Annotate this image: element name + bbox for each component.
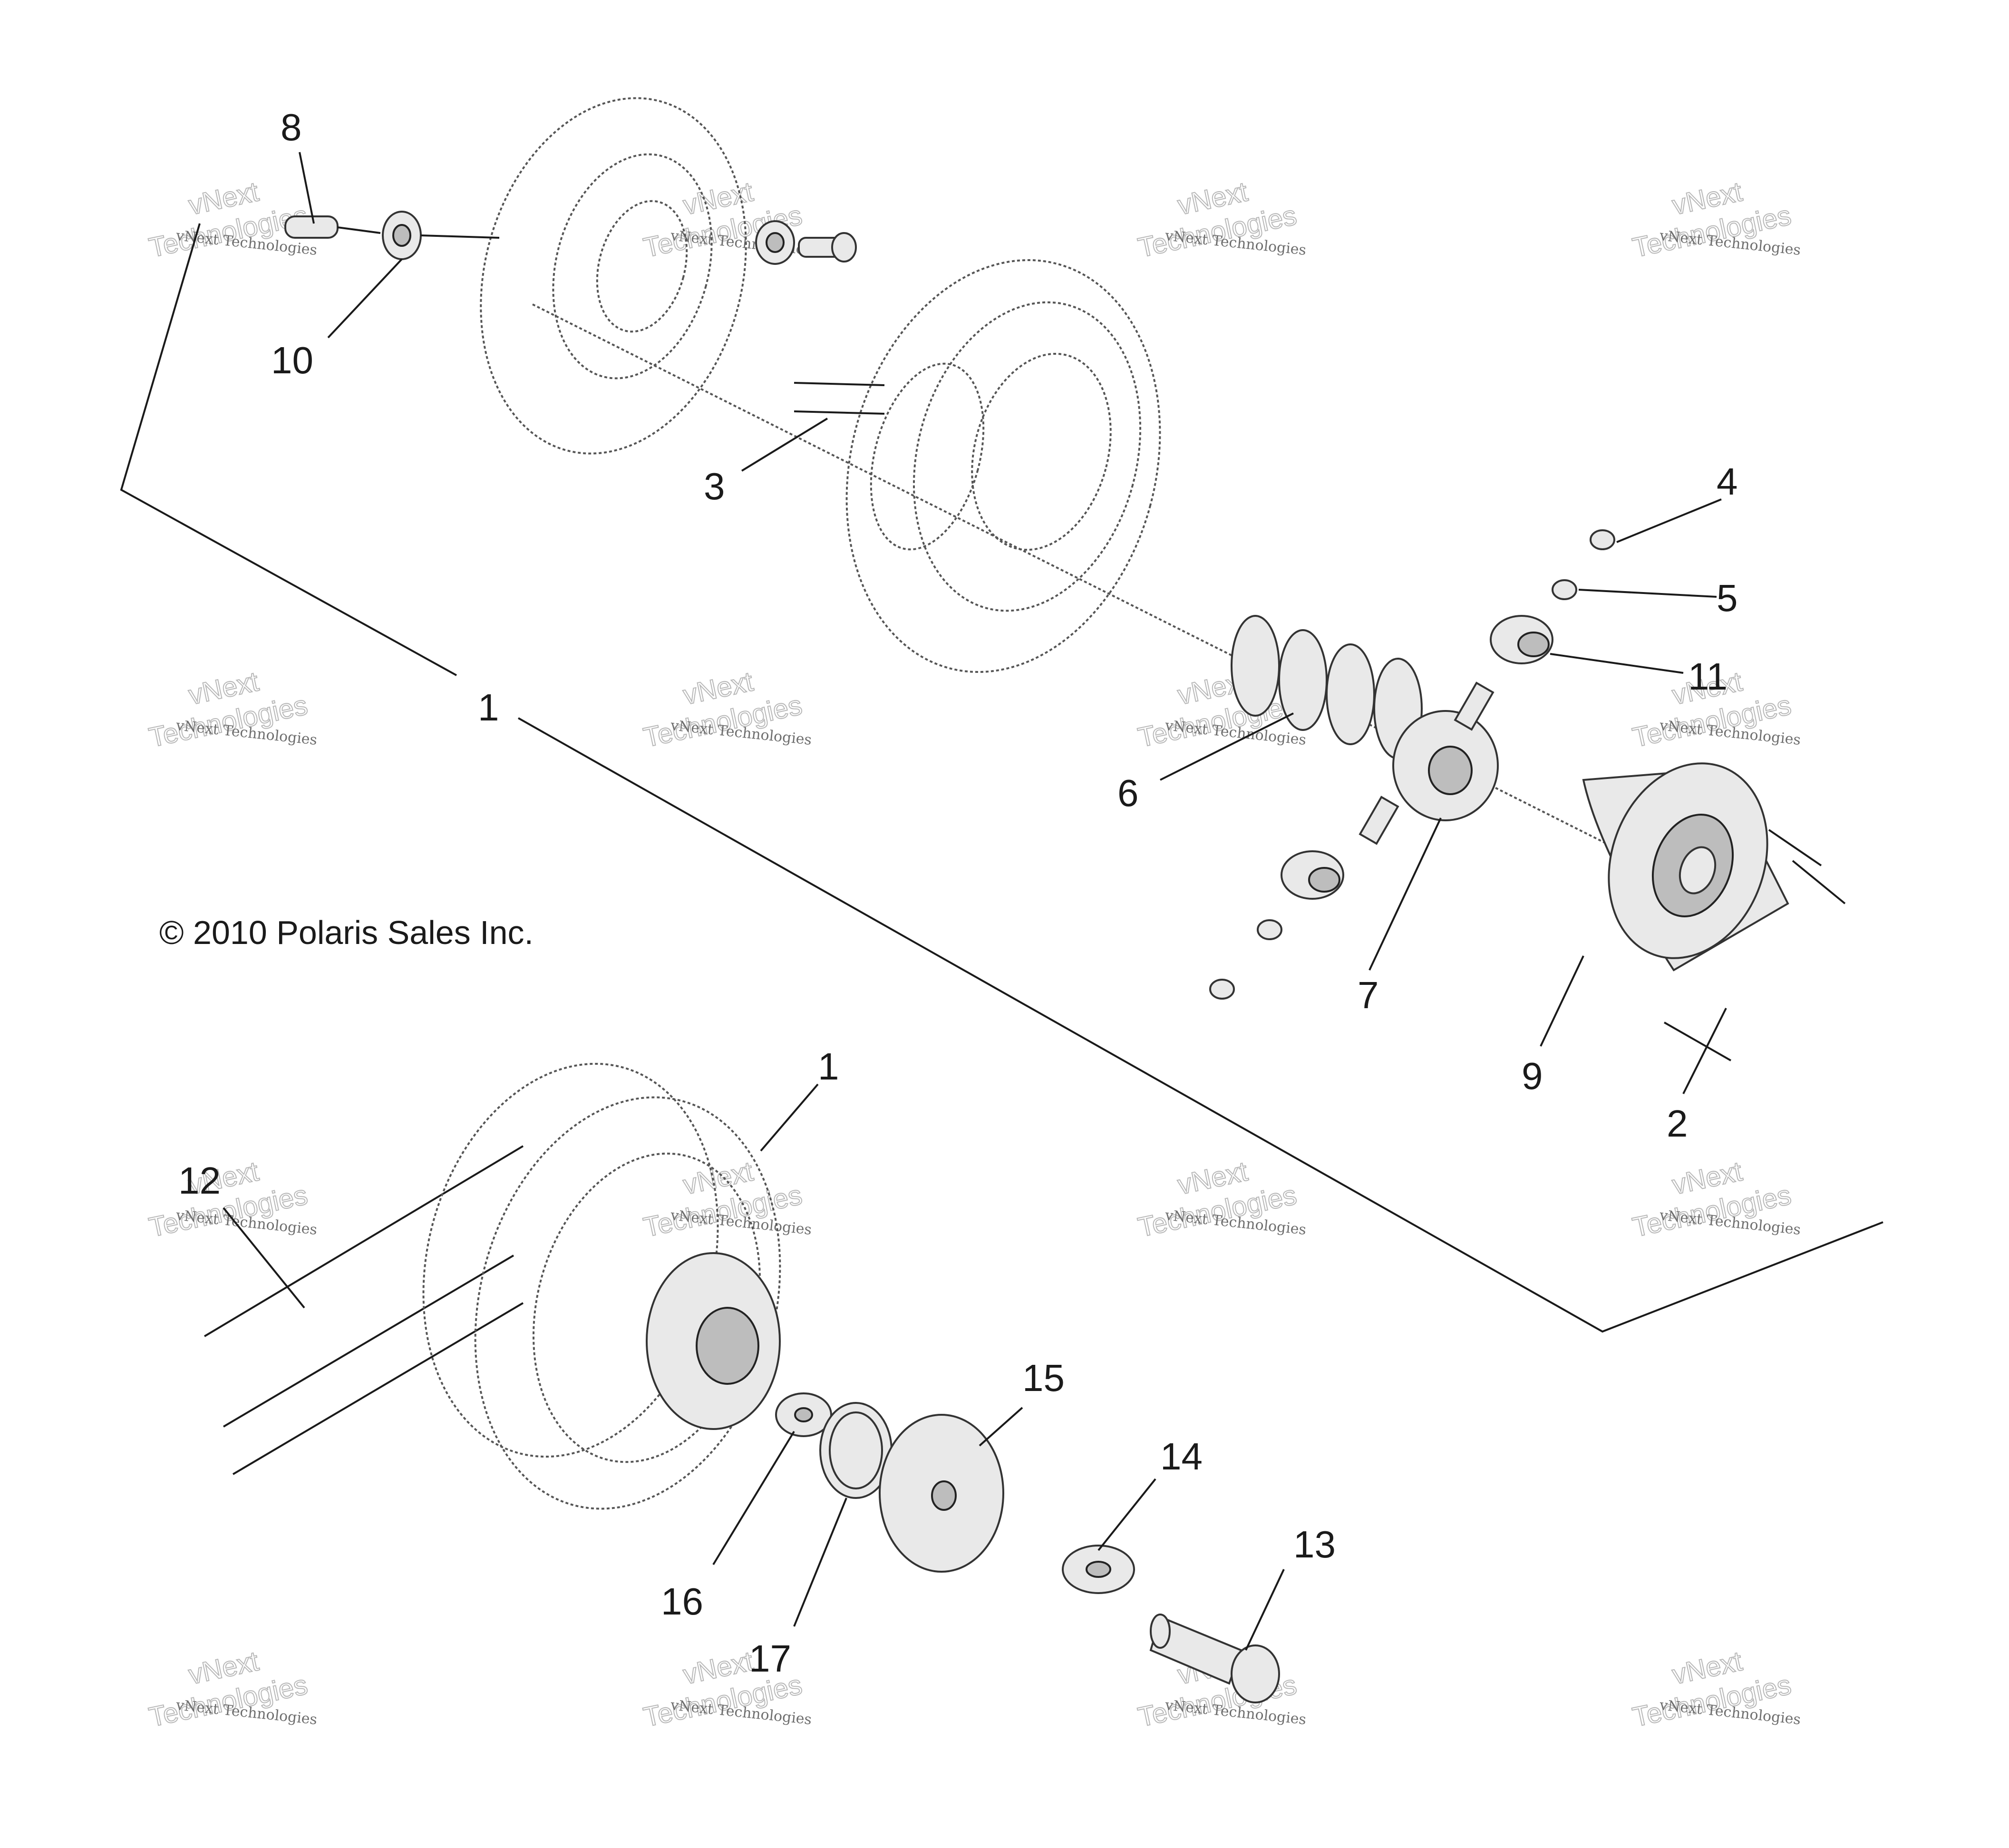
screws-2 <box>1664 829 1846 1061</box>
callout-7: 7 <box>1358 974 1379 1016</box>
callout-16: 16 <box>661 1580 703 1623</box>
sheave-rear-upper <box>480 97 747 455</box>
washer-15 <box>879 1414 1004 1573</box>
e-clip-4 <box>1590 529 1615 550</box>
copyright-notice: © 2010 Polaris Sales Inc. <box>159 914 534 951</box>
roller-11-lower <box>1281 850 1344 900</box>
assembly-bracket <box>120 223 1883 1333</box>
moveable-sheave-3 <box>794 259 1161 673</box>
cover-9 <box>1582 762 1789 972</box>
bolt-13 <box>1149 1614 1280 1703</box>
e-clip-lower <box>1209 979 1235 1000</box>
callout-9: 9 <box>1522 1055 1543 1097</box>
washer-14 <box>1062 1545 1135 1594</box>
callout-14: 14 <box>1160 1435 1203 1478</box>
callout-12: 12 <box>178 1159 221 1202</box>
bushing-upper-right <box>755 220 857 265</box>
washer-16 <box>775 1392 832 1437</box>
shaft-12 <box>204 1145 524 1475</box>
callout-1-lower: 1 <box>818 1045 839 1088</box>
callout-4: 4 <box>1717 460 1738 503</box>
leader-lines <box>223 152 1727 1651</box>
callout-labels: 8 10 3 4 5 11 1 6 7 9 2 1 12 15 14 13 16… <box>178 106 1738 1680</box>
callout-5: 5 <box>1717 577 1738 619</box>
center-axis <box>532 303 1689 885</box>
callout-8: 8 <box>281 106 302 148</box>
roller-pin-8 <box>284 215 381 239</box>
callout-6: 6 <box>1117 772 1139 814</box>
washer-5 <box>1552 579 1577 600</box>
clutch-assembly-1 <box>422 1062 781 1510</box>
callout-15: 15 <box>1022 1357 1065 1399</box>
spider-7 <box>1359 681 1499 845</box>
callout-1-upper: 1 <box>478 686 499 729</box>
callout-2: 2 <box>1667 1102 1688 1145</box>
roller-11-upper <box>1490 615 1553 664</box>
callout-11: 11 <box>1688 655 1728 698</box>
bushing-10 <box>382 211 500 260</box>
callout-13: 13 <box>1293 1523 1336 1566</box>
washer-lower <box>1257 919 1282 940</box>
callout-17: 17 <box>749 1637 791 1680</box>
callout-10: 10 <box>271 339 313 381</box>
callout-3: 3 <box>704 465 725 507</box>
